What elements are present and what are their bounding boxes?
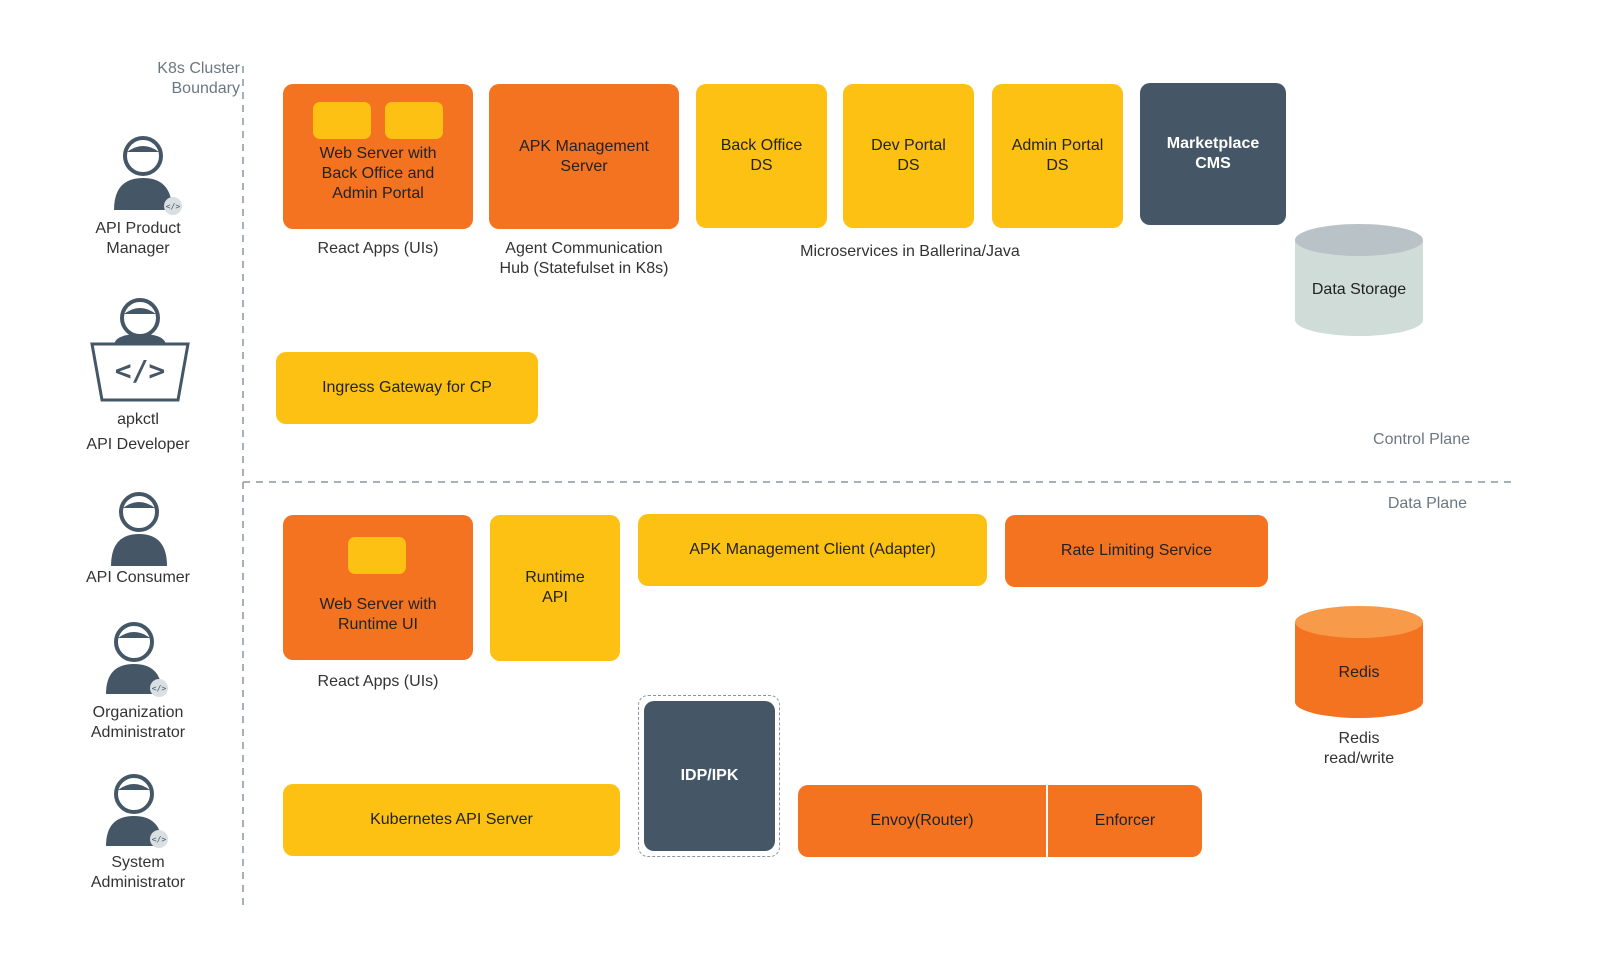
microservices-caption: Microservices in Ballerina/Java	[800, 243, 1020, 260]
apk-management-client: APK Management Client (Adapter)	[638, 514, 987, 586]
actor-api-developer: API Developer	[86, 436, 190, 453]
apk-management-client-label: APK Management Client (Adapter)	[689, 541, 936, 558]
svg-text:</>: </>	[115, 354, 166, 387]
data-storage-shape	[1295, 224, 1423, 336]
system-administrator-icon: </>	[106, 774, 168, 848]
redis-caption: Redis read/write	[1323, 730, 1395, 767]
data-plane-title: Data Plane	[1387, 495, 1467, 512]
data-storage-cylinder: Data Storage	[1295, 224, 1423, 336]
kubernetes-api-server-label: Kubernetes API Server	[370, 811, 533, 828]
envoy-router-label: Envoy(Router)	[870, 812, 974, 829]
ingress-gateway-cp-label: Ingress Gateway for CP	[322, 379, 492, 396]
enforcer-label: Enforcer	[1094, 812, 1156, 829]
dp-web-server-app-block	[348, 537, 406, 574]
cp-web-server-app-block-2	[385, 102, 443, 139]
dp-web-server-label: Web Server with Runtime UI	[319, 596, 437, 633]
svg-text:</>: </>	[166, 202, 181, 211]
admin-portal-ds: Admin Portal DS	[992, 84, 1123, 228]
actor-api-consumer: API Consumer	[85, 569, 191, 586]
enforcer: Enforcer	[1048, 785, 1202, 857]
redis-cylinder: Redis	[1295, 606, 1423, 718]
cp-web-server-app-block-1	[313, 102, 371, 139]
back-office-ds-label: Back Office DS	[720, 137, 803, 174]
actor-apkctl: apkctl	[117, 411, 159, 428]
actor-system-administrator: System Administrator	[90, 854, 186, 891]
actor-organization-administrator: Organization Administrator	[90, 704, 186, 741]
cp-web-server-caption: React Apps (UIs)	[317, 240, 439, 257]
back-office-ds: Back Office DS	[696, 84, 827, 228]
cp-web-server-label: Web Server with Back Office and Admin Po…	[319, 144, 437, 202]
idp-ipk-label: IDP/IPK	[680, 767, 739, 784]
dev-portal-ds-label: Dev Portal DS	[871, 137, 946, 174]
organization-administrator-icon: </>	[106, 622, 168, 697]
cluster-boundary-label: K8s Cluster Boundary	[157, 60, 240, 97]
apk-management-server-caption: Agent Communication Hub (Statefulset in …	[499, 240, 669, 277]
marketplace-cms-label: Marketplace CMS	[1166, 135, 1260, 172]
ingress-gateway-cp: Ingress Gateway for CP	[276, 352, 538, 424]
rate-limiting-service: Rate Limiting Service	[1005, 515, 1268, 587]
apk-management-server-label: APK Management Server	[519, 137, 649, 175]
redis-shape	[1295, 606, 1423, 718]
rate-limiting-service-label: Rate Limiting Service	[1060, 542, 1213, 559]
control-plane-title: Control Plane	[1373, 431, 1470, 448]
api-product-manager-icon: </>	[114, 136, 182, 215]
admin-portal-ds-label: Admin Portal DS	[1011, 137, 1104, 174]
svg-text:</>: </>	[152, 835, 167, 844]
kubernetes-api-server: Kubernetes API Server	[283, 784, 620, 856]
envoy-router: Envoy(Router)	[798, 785, 1046, 857]
dp-web-server-caption: React Apps (UIs)	[317, 673, 439, 690]
idp-ipk: IDP/IPK	[644, 701, 775, 851]
idp-boundary	[638, 695, 780, 857]
cp-web-server: Web Server with Back Office and Admin Po…	[283, 84, 473, 229]
runtime-api-label: Runtime API	[525, 569, 585, 606]
apk-management-server: APK Management Server	[489, 84, 679, 229]
api-consumer-icon	[111, 492, 167, 566]
dev-portal-ds: Dev Portal DS	[843, 84, 974, 228]
marketplace-cms: Marketplace CMS	[1140, 83, 1286, 225]
dp-web-server: Web Server with Runtime UI	[283, 515, 473, 660]
actor-api-product-manager: API Product Manager	[95, 220, 181, 257]
runtime-api: Runtime API	[490, 515, 620, 661]
api-developer-icon: </>	[90, 298, 190, 402]
redis-label: Redis	[1338, 664, 1380, 681]
data-storage-label: Data Storage	[1311, 281, 1407, 298]
svg-text:</>: </>	[152, 684, 167, 693]
